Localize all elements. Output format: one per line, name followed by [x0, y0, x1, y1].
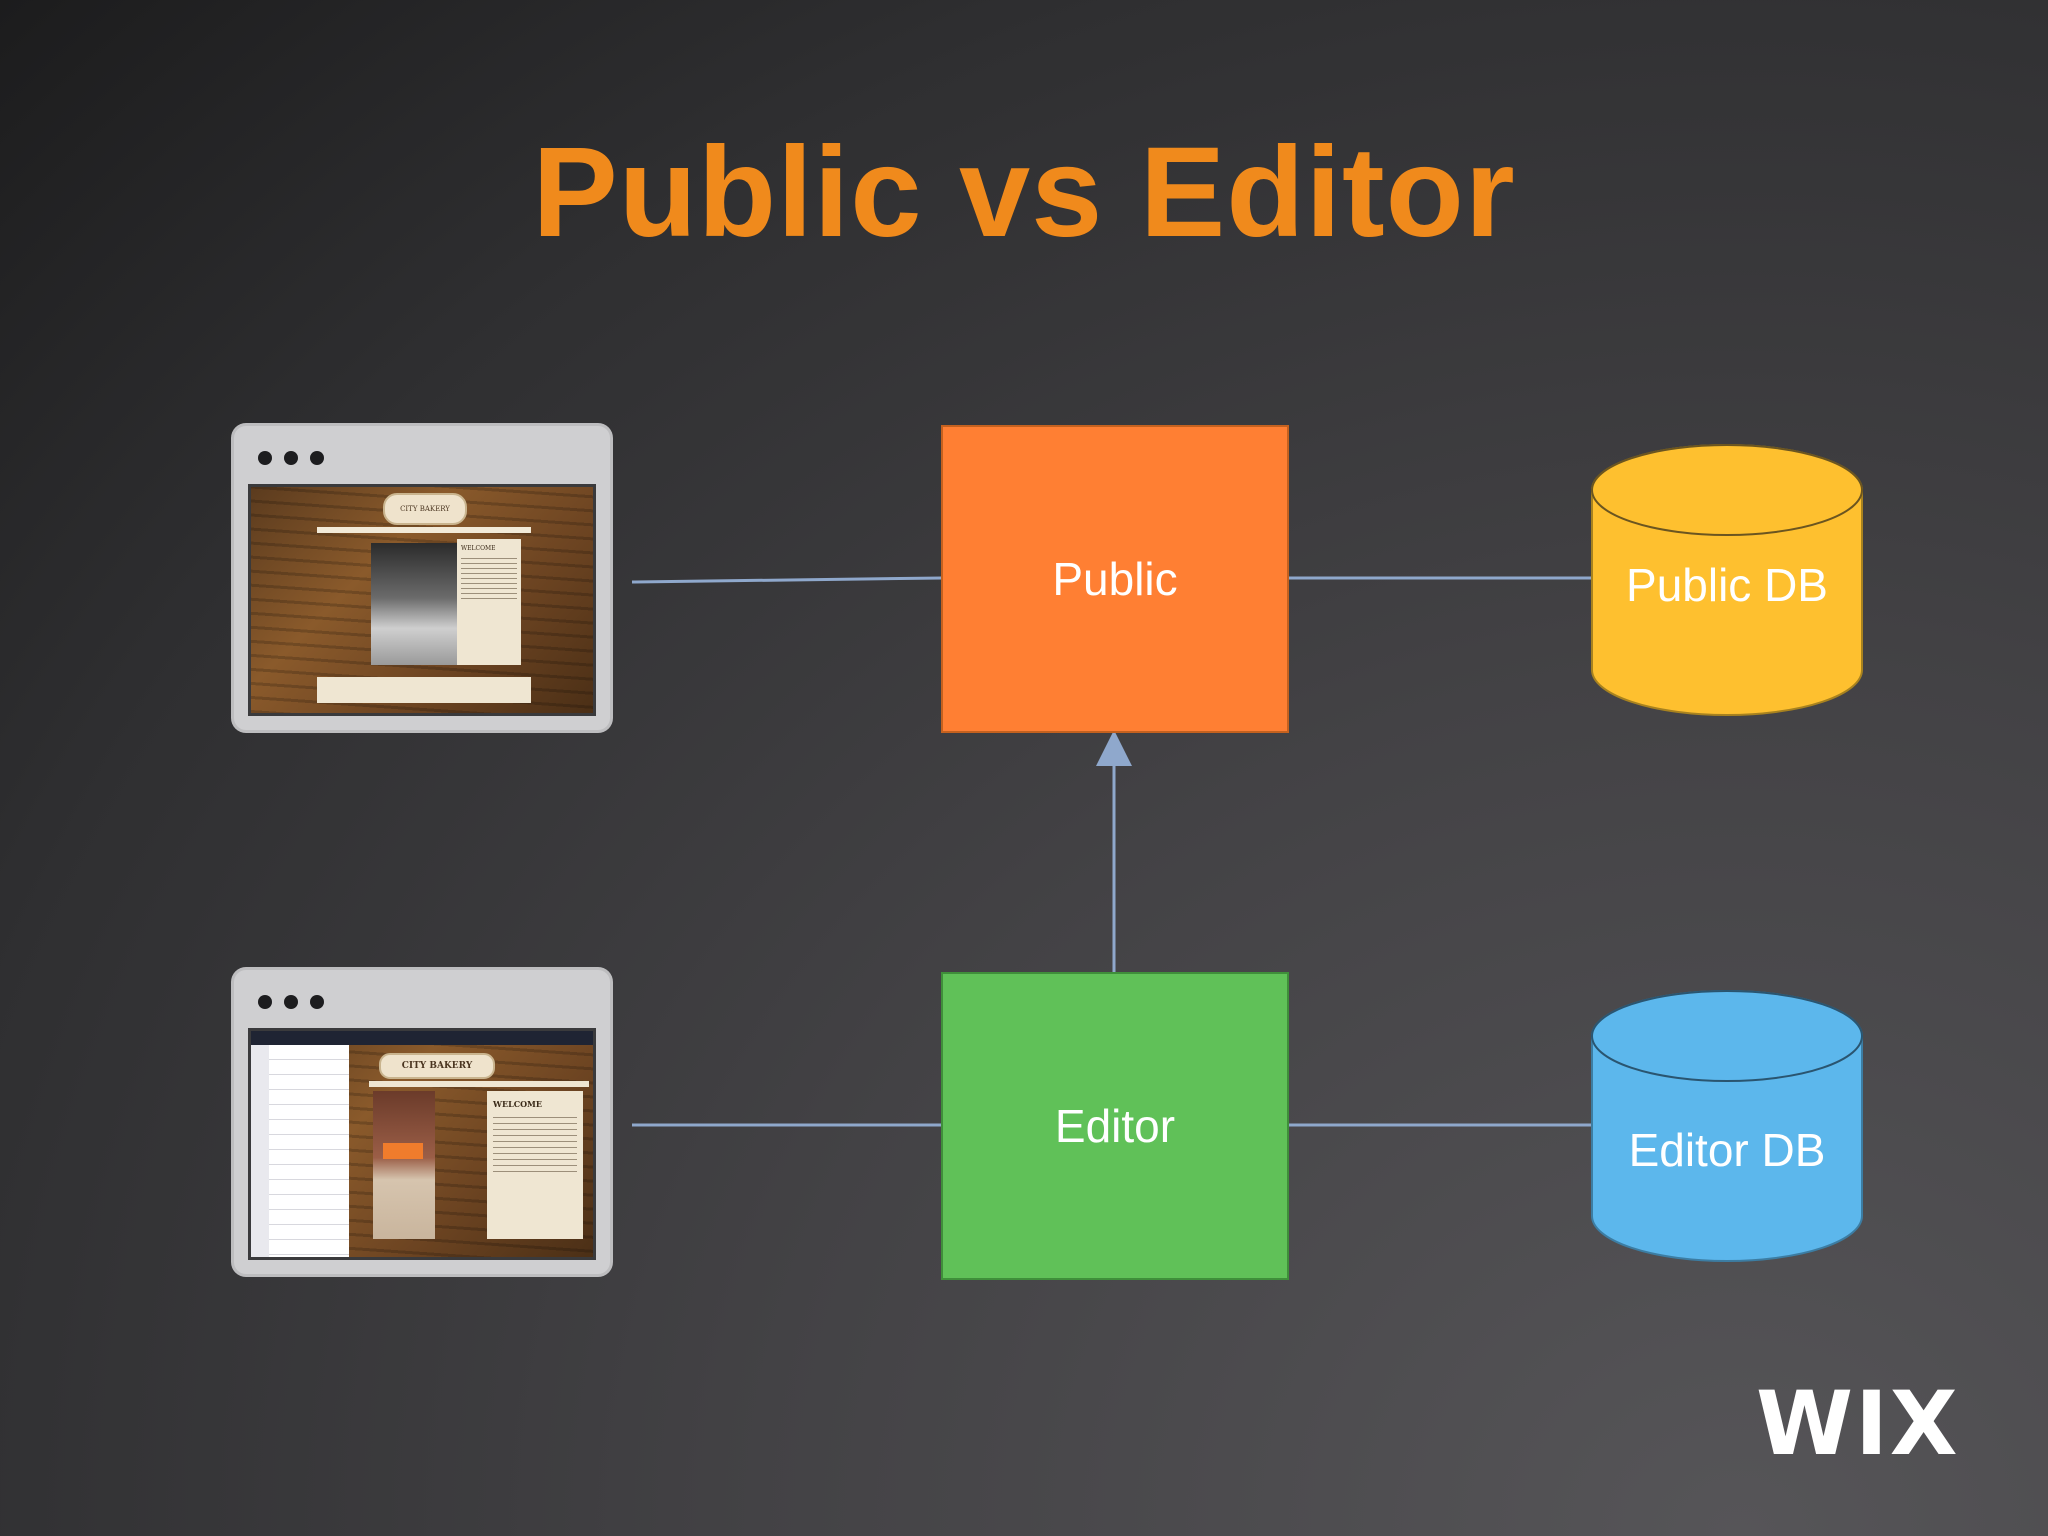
- editor-site-image: [373, 1091, 435, 1239]
- window-dot-icon: [258, 995, 272, 1009]
- editor-site-heading: WELCOME: [493, 1099, 542, 1109]
- editor-top-bar: [251, 1031, 593, 1045]
- site-text-lines: [461, 558, 517, 602]
- slide-title: Public vs Editor: [532, 121, 1516, 264]
- site-content-panel: WELCOME: [457, 539, 521, 665]
- editor-site-name: CITY BAKERY: [401, 1061, 473, 1071]
- site-heading: WELCOME: [461, 545, 496, 552]
- editor-browser-window: CITY BAKERY WELCOME: [234, 970, 610, 1274]
- editor-content-panel: WELCOME: [487, 1091, 583, 1239]
- editor-add-panel: [269, 1045, 349, 1257]
- editor-text-lines: [493, 1117, 577, 1177]
- site-name: CITY BAKERY: [400, 505, 450, 513]
- editor-highlight-button: [383, 1143, 423, 1159]
- window-dot-icon: [284, 451, 298, 465]
- edge-public-browser-to-public: [631, 576, 943, 584]
- site-footer-strip: [317, 677, 531, 703]
- editor-node: [941, 972, 1289, 1280]
- public-site-browser-window: CITY BAKERY WELCOME: [234, 426, 610, 730]
- public-node: [941, 425, 1289, 733]
- window-dot-icon: [258, 451, 272, 465]
- editor-left-toolbar: [251, 1045, 269, 1257]
- editor-site-nav: [369, 1081, 589, 1087]
- wix-logo: WIX: [1756, 1372, 1960, 1475]
- site-hero-image: [371, 543, 457, 665]
- editor-site-logo-badge: CITY BAKERY: [379, 1053, 495, 1079]
- window-dot-icon: [310, 995, 324, 1009]
- site-logo-badge: CITY BAKERY: [383, 493, 467, 525]
- public-site-screenshot: CITY BAKERY WELCOME: [248, 484, 596, 716]
- public-node-label: Public: [1052, 553, 1178, 605]
- editor-db-label: Editor DB: [1628, 1124, 1826, 1176]
- editor-node-label: Editor: [1054, 1100, 1176, 1152]
- window-dot-icon: [310, 451, 324, 465]
- public-db-node: [1591, 444, 1863, 716]
- window-dot-icon: [284, 995, 298, 1009]
- site-nav-bar: [317, 527, 531, 533]
- editor-db-node: [1591, 990, 1863, 1262]
- editor-screenshot: CITY BAKERY WELCOME: [248, 1028, 596, 1260]
- public-db-label: Public DB: [1626, 559, 1828, 611]
